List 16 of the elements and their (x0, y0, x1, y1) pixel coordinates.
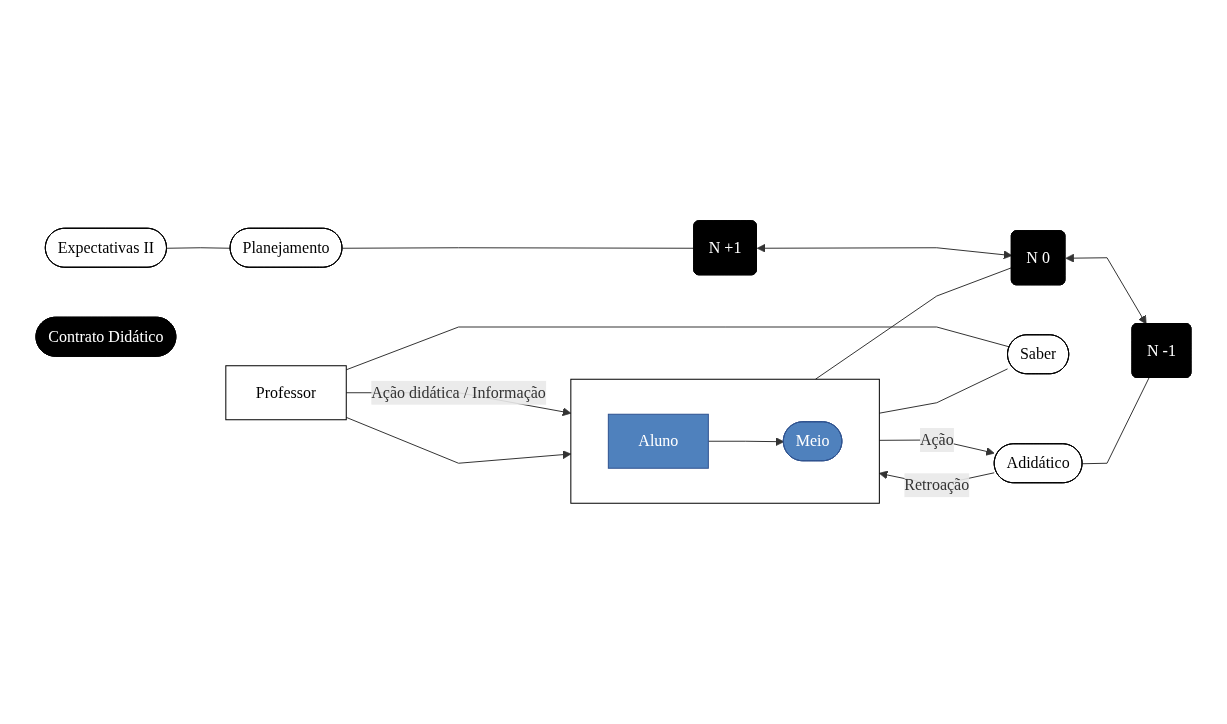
connector (166, 247, 232, 249)
edge-label: Ação didática / Informação (371, 383, 546, 401)
connector (1082, 377, 1150, 465)
arrow (345, 416, 572, 464)
connector (345, 326, 1011, 371)
connector (342, 247, 695, 249)
edge-label: Retroação (904, 476, 970, 494)
connector (878, 368, 1009, 414)
cluster (570, 378, 880, 504)
edge-label: Ação (919, 431, 954, 448)
node-box: Professor (225, 365, 347, 421)
connector (815, 267, 1012, 380)
arrow (1065, 253, 1147, 325)
node-box: Aluno (607, 413, 709, 469)
arrow (707, 437, 785, 447)
arrow (756, 243, 1013, 260)
